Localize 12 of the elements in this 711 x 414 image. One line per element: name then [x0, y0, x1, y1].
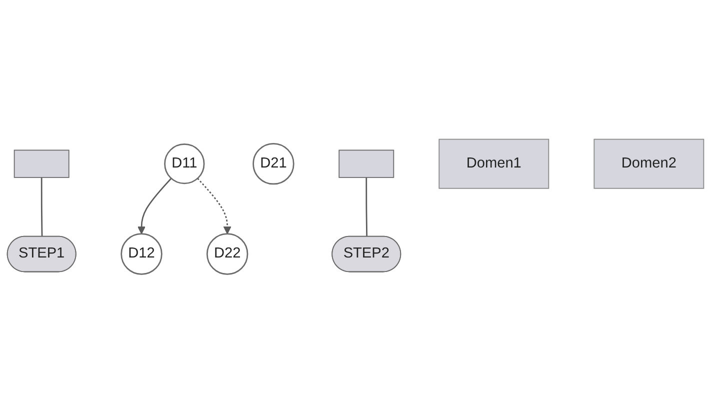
node-box: Domen1 [438, 139, 550, 190]
connector [366, 178, 368, 238]
node-box [338, 150, 394, 178]
node-circle: D22 [206, 233, 248, 276]
node-circle: D21 [252, 143, 294, 185]
node-circle: D12 [120, 233, 162, 276]
arrow [197, 178, 232, 234]
node-box: Domen2 [594, 139, 704, 190]
arrow [138, 178, 172, 234]
node-circle: D11 [164, 144, 205, 184]
connector [40, 178, 43, 238]
node-box [14, 150, 70, 178]
